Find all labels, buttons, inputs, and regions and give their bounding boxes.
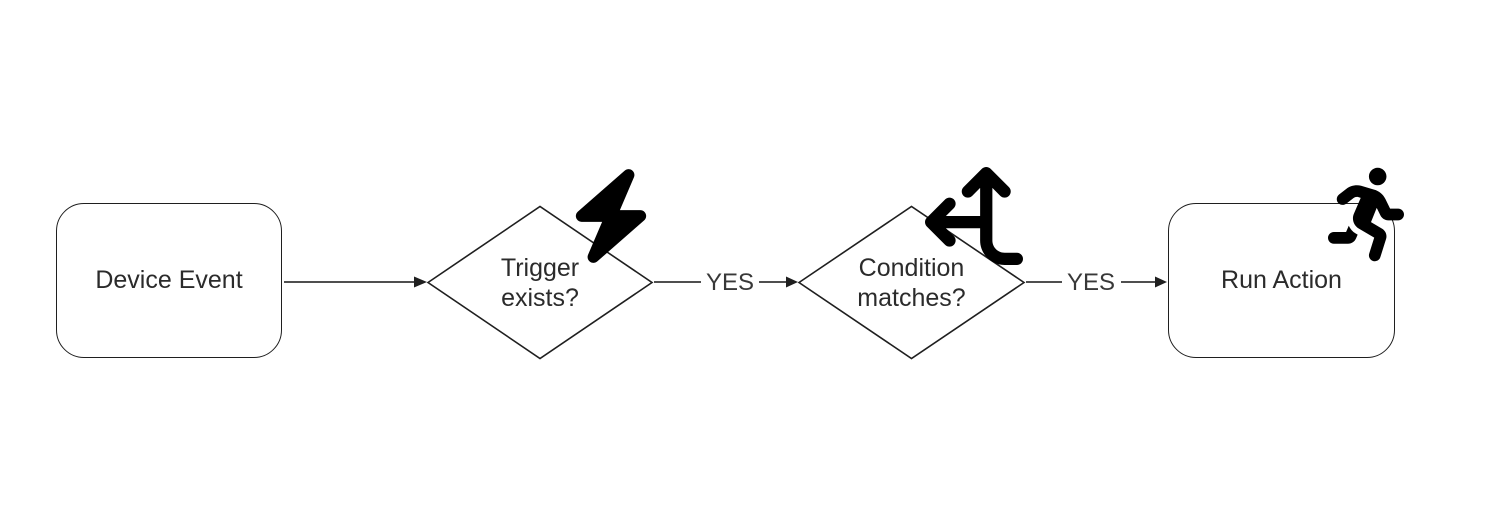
node-device-event[interactable]: Device Event: [56, 203, 282, 358]
edge-trigger-to-condition: [654, 276, 798, 288]
node-device-event-label: Device Event: [95, 266, 243, 294]
arrowhead-icon: [414, 276, 427, 288]
edge-label-yes-2: YES: [1066, 269, 1116, 296]
diamond-shape: [797, 205, 1026, 360]
lightning-bolt-icon: [570, 168, 652, 264]
person-running-icon: [1328, 166, 1404, 263]
node-condition-matches-label: Condition matches?: [857, 253, 966, 312]
node-trigger-exists-label: Trigger exists?: [500, 253, 580, 312]
arrowhead-icon: [786, 276, 798, 288]
edge-condition-to-action: [1026, 276, 1167, 288]
node-condition-matches[interactable]: Condition matches?: [797, 205, 1026, 360]
split-arrows-icon: [925, 166, 1023, 266]
node-run-action-label: Run Action: [1221, 266, 1342, 294]
edge-device-to-trigger: [284, 276, 427, 288]
arrowhead-icon: [1155, 276, 1167, 288]
node-run-action[interactable]: Run Action: [1168, 203, 1395, 358]
edge-label-yes-1: YES: [705, 269, 755, 296]
